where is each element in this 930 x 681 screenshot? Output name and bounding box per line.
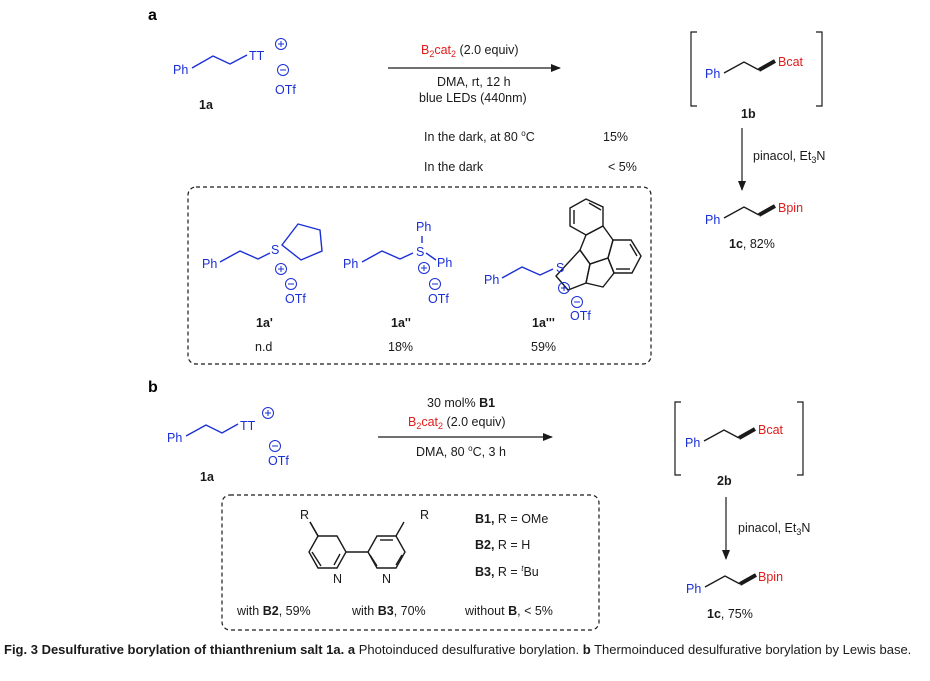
caption-a-label: a (344, 642, 356, 657)
svg-text:1a: 1a (200, 470, 215, 484)
svg-text:Bpin: Bpin (758, 570, 783, 584)
svg-text:N: N (382, 572, 391, 586)
a-box-compound-1: Ph S OTf 1a' n.d (202, 223, 323, 354)
svg-text:1a''': 1a''' (532, 316, 555, 330)
result-b3: with B3, 70% (351, 604, 426, 618)
result-b2: with B2, 59% (236, 604, 311, 618)
catalyst-b3: B3, R = tBu (475, 564, 539, 579)
figure-caption: Fig. 3 Desulfurative borylation of thian… (4, 641, 926, 658)
bipyridine-structure: R N N R (300, 508, 429, 586)
a-starting-material: Ph TT OTf 1a (173, 38, 296, 112)
a-control-rows: In the dark, at 80 oC 15% In the dark < … (424, 129, 637, 174)
a-box-compound-2: Ph Ph S Ph OTf 1a'' 18% (343, 220, 452, 354)
a-int-id: 1b (741, 107, 756, 121)
svg-text:Ph: Ph (686, 582, 701, 596)
catalyst-b1: B1, R = OMe (475, 512, 548, 526)
a-cond-2: blue LEDs (440nm) (419, 91, 527, 105)
a-control-2-value: < 5% (608, 160, 637, 174)
b-starting-material: Ph TT OTf 1a (167, 407, 289, 484)
b-reaction-arrow: 30 mol% B1 B2cat2 (2.0 equiv) DMA, 80 oC… (378, 396, 553, 459)
a-prod-yield: 1c, 82% (729, 237, 775, 251)
a-int-ph: Ph (705, 67, 720, 81)
svg-text:Ph: Ph (167, 431, 182, 445)
caption-b-label: b (579, 642, 591, 657)
caption-title: Desulfurative borylation of thianthreniu… (37, 642, 345, 657)
b-intermediate: Ph Bcat 2b (674, 401, 804, 488)
caption-b-text: Thermoinduced desulfurative borylation b… (590, 642, 912, 657)
svg-text:OTf: OTf (268, 454, 289, 468)
a-intermediate: Ph Bcat 1b (690, 31, 823, 121)
svg-text:S: S (556, 261, 564, 275)
svg-text:Ph: Ph (343, 257, 358, 271)
a-reaction-arrow: B2cat2 (2.0 equiv) DMA, rt, 12 h blue LE… (388, 43, 561, 105)
plus-charge-icon (418, 262, 430, 274)
svg-text:59%: 59% (531, 340, 556, 354)
svg-text:R: R (300, 508, 309, 522)
b-product: Ph Bpin 1c, 75% (686, 570, 783, 621)
svg-text:2b: 2b (717, 474, 732, 488)
a-product: Ph Bpin 1c, 82% (705, 201, 803, 251)
minus-charge-icon (269, 440, 281, 452)
a-sm-chain (191, 54, 248, 69)
caption-a-text: Photoinduced desulfurative borylation. (355, 642, 580, 657)
caption-fig-label: Fig. 3 (4, 642, 38, 657)
svg-text:OTf: OTf (285, 292, 306, 306)
svg-text:OTf: OTf (428, 292, 449, 306)
a-sm-id: 1a (199, 98, 214, 112)
svg-text:Ph: Ph (484, 273, 499, 287)
svg-text:Ph: Ph (416, 220, 431, 234)
a-cond-1: DMA, rt, 12 h (437, 75, 511, 89)
a-prod-ph: Ph (705, 213, 720, 227)
svg-text:OTf: OTf (570, 309, 591, 323)
svg-text:N: N (333, 572, 342, 586)
panel-a-label: a (148, 7, 157, 24)
svg-text:1c, 75%: 1c, 75% (707, 607, 753, 621)
a-sm-tt: TT (249, 49, 265, 63)
plus-charge-icon (262, 407, 274, 419)
b-cond: DMA, 80 oC, 3 h (416, 444, 506, 459)
svg-text:1a': 1a' (256, 316, 273, 330)
svg-text:Ph: Ph (437, 256, 452, 270)
minus-charge-icon (285, 278, 297, 290)
svg-text:Ph: Ph (202, 257, 217, 271)
plus-charge-icon (558, 282, 570, 294)
a-reagent: B2cat2 (2.0 equiv) (421, 43, 519, 59)
svg-text:Bcat: Bcat (758, 423, 784, 437)
svg-text:Ph: Ph (685, 436, 700, 450)
a-box-compound-3: Ph S OTf 1a''' 59% (484, 198, 642, 354)
svg-text:S: S (271, 243, 279, 257)
a-sm-otf: OTf (275, 83, 296, 97)
svg-text:TT: TT (240, 419, 256, 433)
a-int-bcat: Bcat (778, 55, 804, 69)
svg-text:1a'': 1a'' (391, 316, 411, 330)
plus-charge-icon (275, 38, 287, 50)
a-control-1-label: In the dark, at 80 oC (424, 129, 535, 144)
a-step2-cond: pinacol, Et3N (753, 149, 825, 165)
a-sm-ph: Ph (173, 63, 188, 77)
a-control-2-label: In the dark (424, 160, 484, 174)
a-comparison-box (187, 186, 652, 365)
svg-text:n.d: n.d (255, 340, 272, 354)
a-control-1-value: 15% (603, 130, 628, 144)
svg-text:S: S (416, 245, 424, 259)
a-prod-bpin: Bpin (778, 201, 803, 215)
b-catalyst: 30 mol% B1 (427, 396, 495, 410)
result-none: without B, < 5% (464, 604, 553, 618)
plus-charge-icon (275, 263, 287, 275)
b-reagent: B2cat2 (2.0 equiv) (408, 415, 506, 431)
svg-text:18%: 18% (388, 340, 413, 354)
minus-charge-icon (571, 296, 583, 308)
minus-charge-icon (277, 64, 289, 76)
svg-text:R: R (420, 508, 429, 522)
minus-charge-icon (429, 278, 441, 290)
panel-b-label: b (148, 379, 158, 396)
b-step2-cond: pinacol, Et3N (738, 521, 810, 537)
catalyst-b2: B2, R = H (475, 538, 530, 552)
reaction-scheme: a Ph TT OTf 1a B2cat2 (2.0 equiv) DMA, r… (148, 7, 825, 631)
